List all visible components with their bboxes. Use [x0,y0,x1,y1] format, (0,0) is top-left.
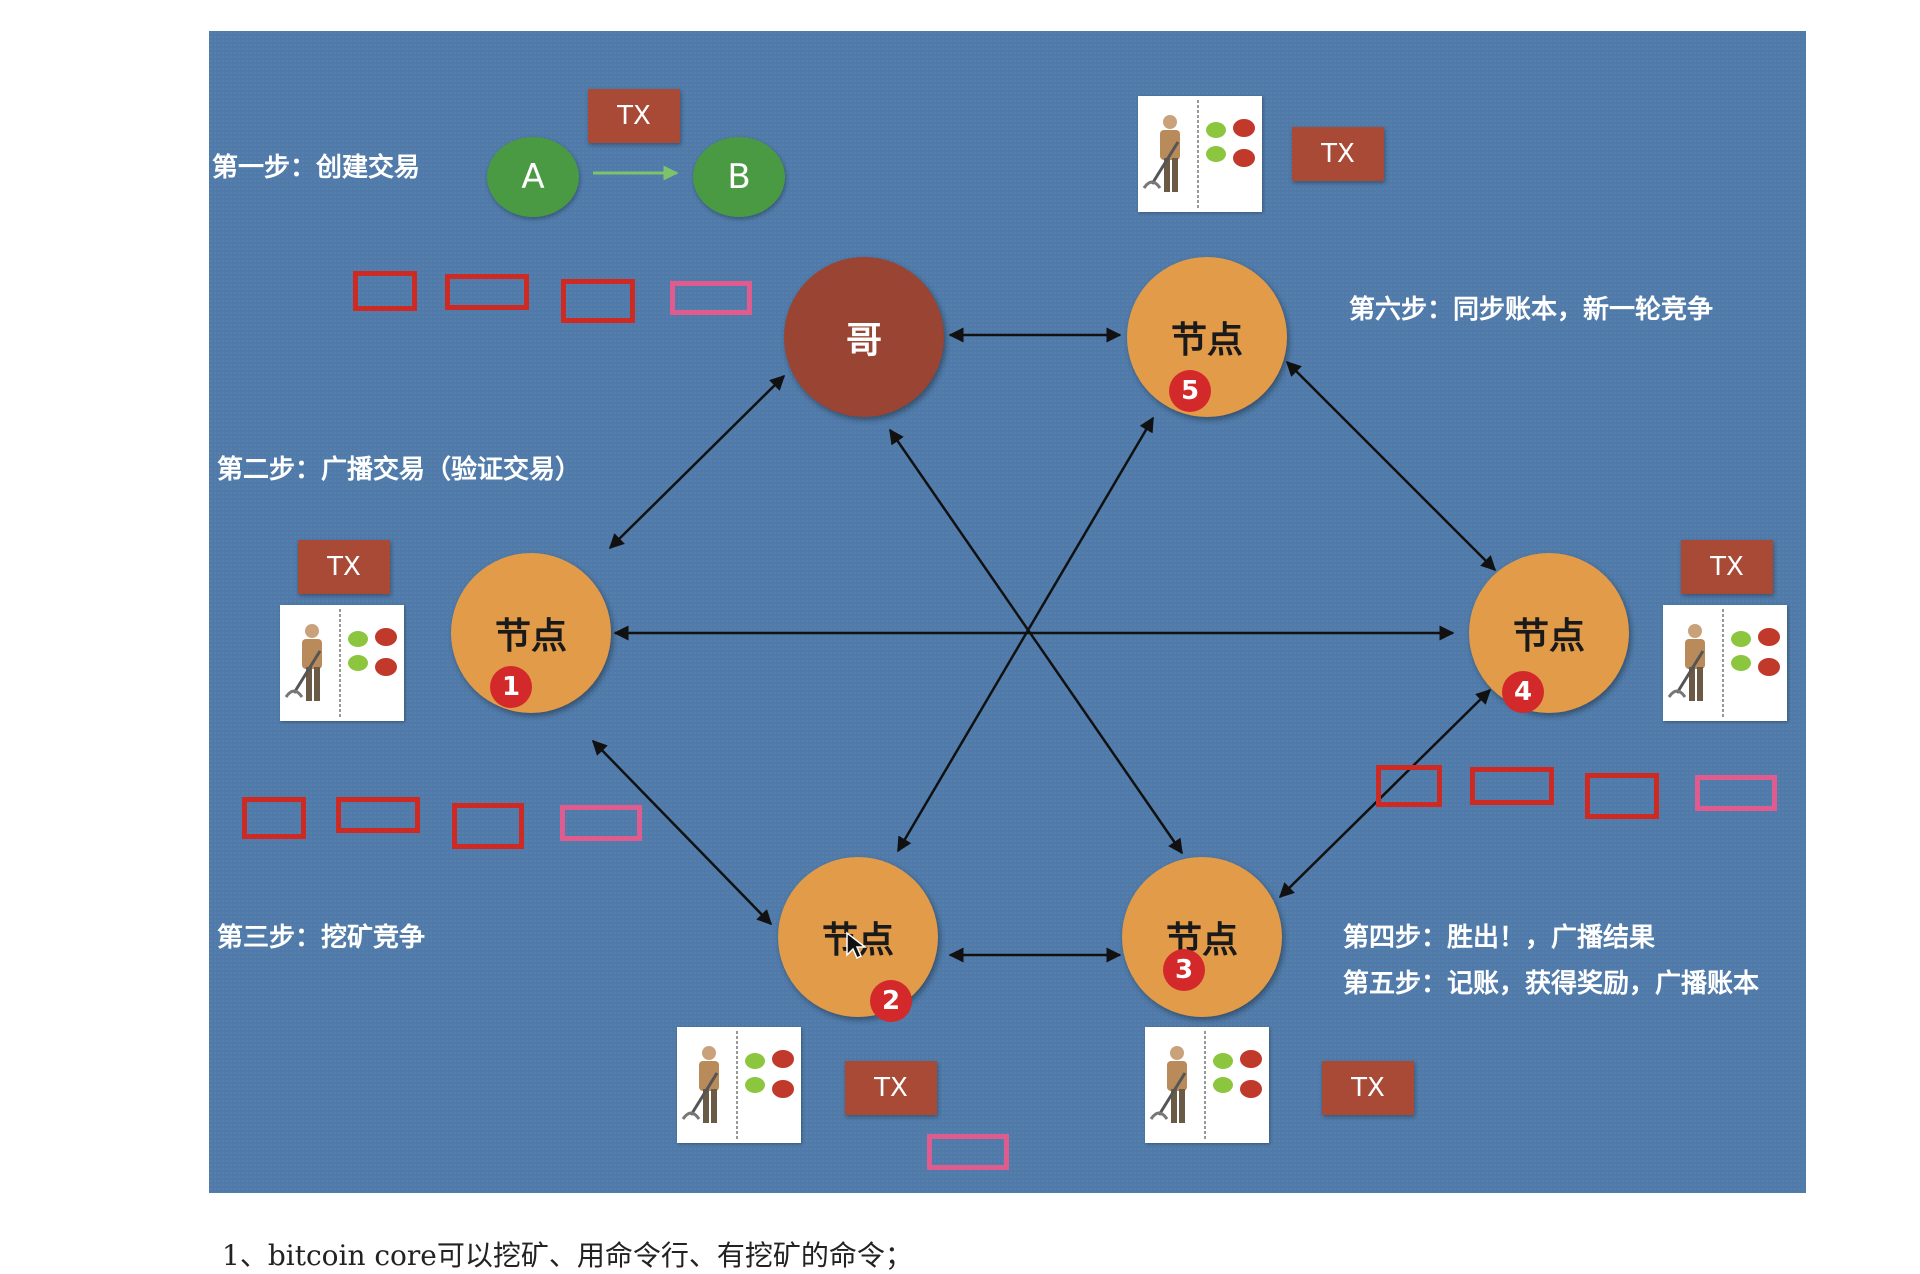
body-caption: 1、bitcoin core可以挖矿、用命令行、有挖矿的命令； [222,1239,913,1272]
step5-label: 第五步：记账，获得奖励，广播账本 [1343,969,1760,999]
node-ge: 哥 [784,257,944,417]
step4-label: 第四步：胜出！，广播结果 [1343,923,1656,953]
miner-icon [1136,94,1264,214]
badge-1: 1 [490,666,532,708]
block [336,797,420,833]
arrow-n5-n4 [1285,360,1497,572]
block [452,803,524,849]
pending-block [560,805,642,841]
block [353,271,417,311]
connection-arrows [591,165,1497,963]
pending-block [1695,775,1777,811]
badge-3: 3 [1163,949,1205,991]
step6-label: 第六步：同步账本，新一轮竞争 [1349,295,1714,325]
diagram-canvas: 第一步：创建交易 第二步：广播交易（验证交易） 第三步：挖矿竞争 第四步：胜出！… [209,31,1806,1193]
badge-4: 4 [1502,671,1544,713]
arrow-n5-n2 [896,416,1155,853]
node-5-label: 节点 [1170,320,1243,361]
node-4-label: 节点 [1512,616,1585,657]
arrow-ge-n1 [608,374,786,550]
node-3: 节点 [1122,857,1282,1017]
miner-icon [675,1025,803,1145]
miner-icon [1143,1025,1271,1145]
node-4: 节点 [1469,553,1629,713]
block [561,279,635,323]
node-2: 节点 [778,857,938,1017]
step2-label: 第二步：广播交易（验证交易） [217,455,582,485]
block [242,797,306,839]
pending-block [670,281,752,315]
block [1470,767,1554,805]
pending-block [927,1134,1009,1170]
block [445,274,529,310]
badge-2: 2 [870,980,912,1022]
tx-box-n5: TX [1292,127,1384,181]
tx-box-create: TX [588,89,680,143]
cursor-icon [846,931,867,960]
tx-box-n4: TX [1681,540,1773,594]
block [1376,765,1442,807]
arrow-n3-n4 [1278,688,1492,899]
step1-label: 第一步：创建交易 [212,153,421,183]
node-1-label: 节点 [494,616,567,657]
party-b: B [693,137,785,217]
step3-label: 第三步：挖矿竞争 [217,923,426,953]
badge-5: 5 [1169,370,1211,412]
miner-icon [278,603,406,723]
arrow-n1-n2 [591,739,773,926]
block [1585,773,1659,819]
tx-box-n1: TX [298,540,390,594]
party-a: A [487,137,579,217]
tx-box-n2: TX [845,1061,937,1115]
miner-icon [1661,603,1789,723]
tx-box-n3: TX [1322,1061,1414,1115]
